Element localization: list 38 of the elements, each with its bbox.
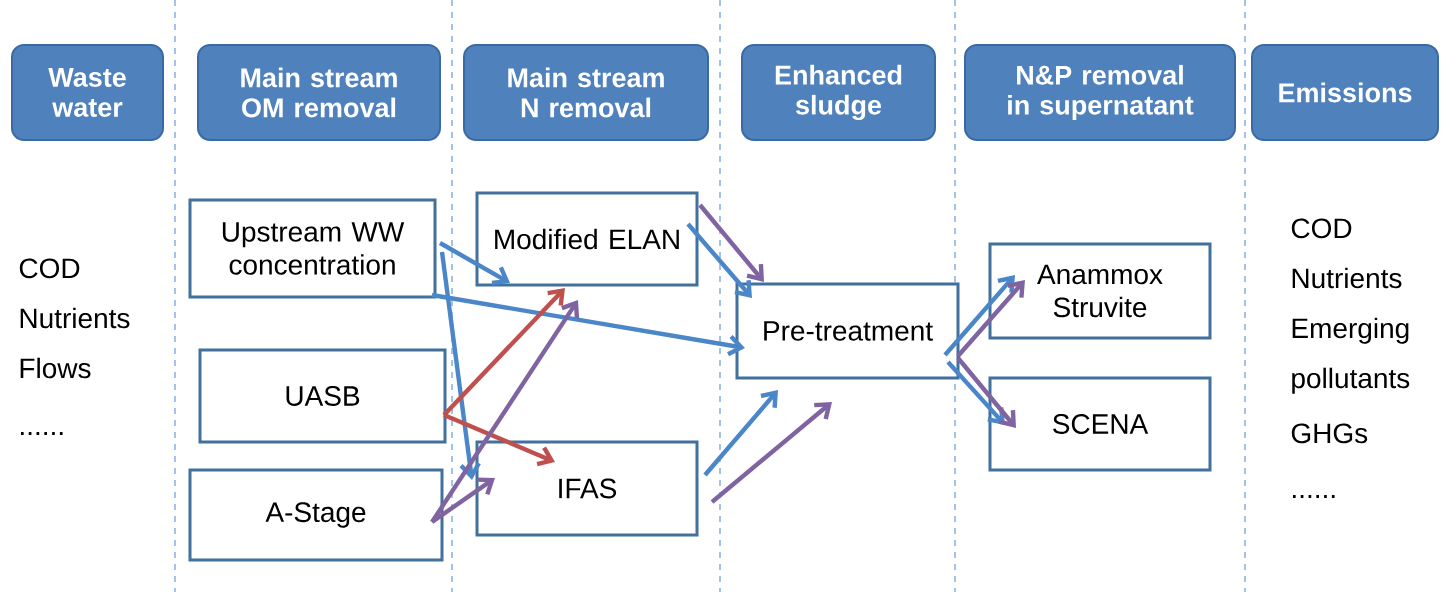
arrow — [443, 412, 555, 467]
process-box: Anammox Struvite — [988, 242, 1212, 340]
list-item: ...... — [1293, 495, 1335, 498]
header-box: Main stream OM removal — [197, 44, 441, 141]
arrow — [956, 280, 1025, 358]
list-item: Nutrients — [1292, 267, 1402, 289]
process-box: A-Stage — [188, 468, 444, 562]
list-item: Nutrients — [20, 307, 130, 329]
list-item: COD — [1291, 218, 1352, 239]
arrow — [438, 241, 510, 286]
arrow — [442, 288, 565, 417]
header-box: Emissions — [1251, 44, 1439, 141]
list-item: Flows — [20, 357, 91, 379]
header-box: N&P removal in supernatant — [964, 44, 1236, 141]
arrow — [946, 360, 1005, 425]
process-box: UASB — [198, 348, 447, 444]
process-box: Modified ELAN — [475, 191, 699, 287]
arrow — [956, 356, 1016, 428]
header-box: Enhanced sludge — [741, 44, 936, 141]
process-box: SCENA — [988, 376, 1212, 472]
arrow — [943, 275, 1015, 357]
arrow — [430, 300, 580, 524]
list-item: ...... — [21, 432, 63, 435]
process-box: IFAS — [475, 440, 699, 537]
arrow — [439, 251, 481, 480]
list-item: Emerging pollutants — [1292, 317, 1410, 394]
header-box: Main stream N removal — [463, 44, 709, 141]
arrow — [698, 203, 764, 282]
arrow — [431, 292, 745, 357]
header-box: Waste water — [11, 44, 164, 141]
arrow — [430, 477, 495, 524]
process-box: Pre-treatment — [735, 282, 960, 380]
list-item: GHGs — [1291, 423, 1368, 444]
arrow — [710, 402, 832, 504]
process-box: Upstream WW concentration — [188, 198, 437, 299]
list-item: COD — [19, 258, 80, 279]
arrow — [703, 390, 778, 477]
arrow — [686, 222, 752, 298]
